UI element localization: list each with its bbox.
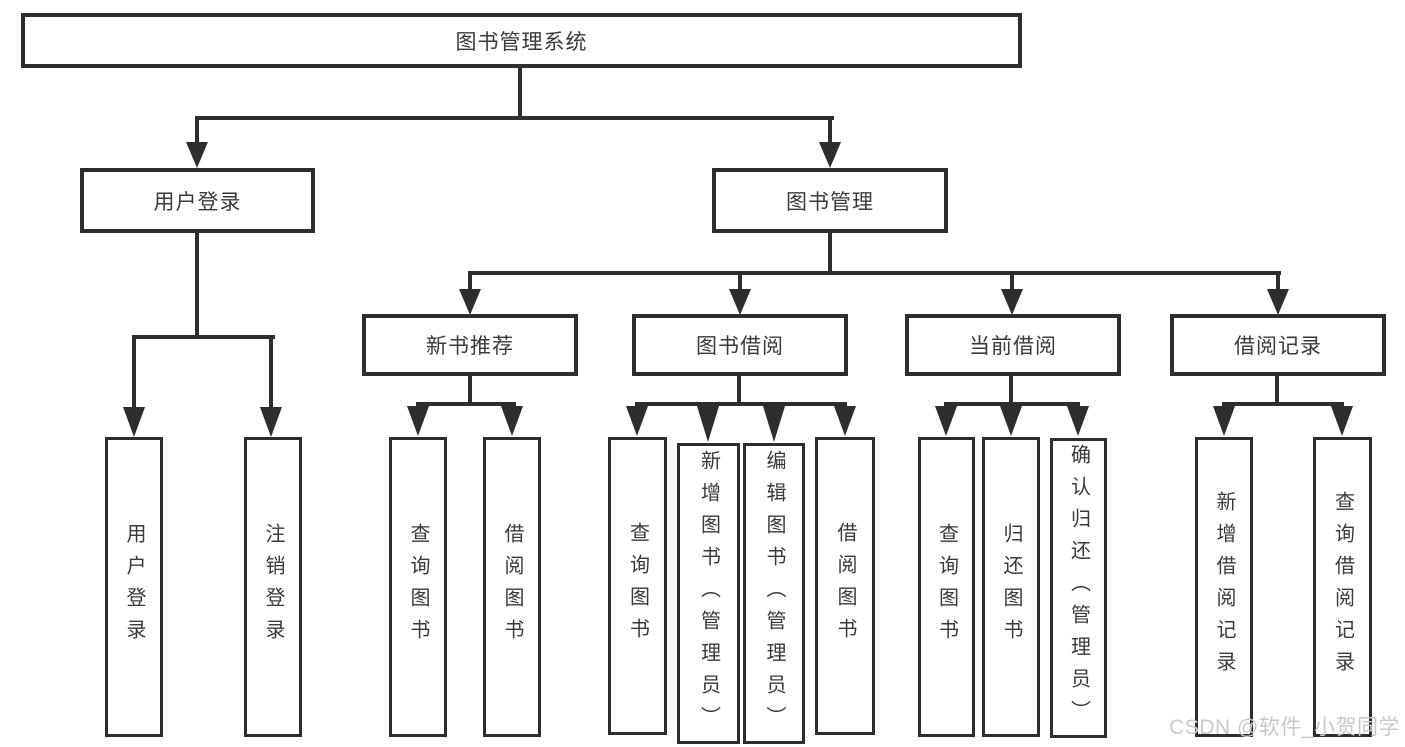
- node-label: 新书推荐: [426, 335, 514, 358]
- connector-book-mgmt-drop: [738, 271, 742, 293]
- arrow-down-icon: [819, 142, 841, 168]
- connector-root-bus: [195, 116, 834, 120]
- node-label: 图书管理: [786, 190, 874, 214]
- connector-user-login-drop: [132, 335, 136, 411]
- leaf-add-borrow-record: 新增借阅记录: [1195, 437, 1253, 737]
- node-label: 归还图书: [1000, 523, 1022, 651]
- arrow-down-icon: [459, 289, 481, 315]
- arrow-down-icon: [1267, 289, 1289, 315]
- connector-book-mgmt-bus: [468, 271, 1281, 275]
- arrow-down-icon: [626, 406, 648, 436]
- connector-borrow-records-bus: [1222, 402, 1344, 406]
- leaf-query-books: 查询图书: [608, 437, 667, 735]
- connector-book-mgmt-drop: [1276, 271, 1280, 293]
- connector-new-book-stem: [468, 376, 472, 406]
- node-borrow-records: 借阅记录: [1170, 314, 1386, 376]
- leaf-query-books: 查询图书: [918, 437, 975, 737]
- node-label: 图书借阅: [696, 335, 784, 358]
- leaf-borrow-books: 借阅图书: [483, 437, 541, 737]
- arrow-down-icon: [1331, 406, 1353, 436]
- connector-current-borrow-stem: [1009, 376, 1013, 406]
- connector-borrow-records-stem: [1275, 376, 1279, 406]
- node-label: 借阅记录: [1234, 335, 1322, 358]
- arrow-down-icon: [834, 406, 856, 436]
- node-label: 查询图书: [935, 523, 958, 651]
- arrow-down-icon: [935, 406, 957, 436]
- leaf-add-books-admin: 新增图书（管理员）: [677, 443, 740, 744]
- node-label: 编辑图书（管理员）: [763, 449, 785, 738]
- node-label: 查询图书: [626, 522, 649, 650]
- arrow-down-icon: [1001, 289, 1023, 315]
- node-label: 确认归还（管理员）: [1067, 444, 1090, 732]
- connector-root-drop-left: [195, 116, 199, 146]
- connector-current-borrow-bus: [944, 402, 1080, 406]
- leaf-query-borrow-record: 查询借阅记录: [1313, 437, 1372, 737]
- node-label: 新增图书（管理员）: [697, 449, 720, 738]
- node-label: 图书管理系统: [455, 30, 588, 54]
- arrow-down-icon: [697, 406, 719, 442]
- csdn-watermark: CSDN @软件_小贺同学: [1169, 716, 1400, 739]
- node-book-borrow: 图书借阅: [632, 314, 848, 376]
- node-label: 用户登录: [153, 190, 242, 214]
- node-book-management: 图书管理: [712, 168, 948, 233]
- arrow-down-icon: [729, 289, 751, 315]
- node-label: 借阅图书: [501, 523, 523, 651]
- connector-book-borrow-stem: [737, 376, 741, 406]
- connector-root-drop-right: [828, 116, 832, 146]
- connector-user-login-drop: [269, 335, 273, 411]
- arrow-down-icon: [260, 407, 282, 437]
- arrow-down-icon: [1067, 406, 1089, 436]
- connector-book-borrow-bus: [635, 402, 847, 406]
- arrow-down-icon: [407, 406, 429, 436]
- node-user-login: 用户登录: [80, 168, 315, 233]
- arrow-down-icon: [763, 406, 785, 442]
- arrow-down-icon: [186, 142, 208, 168]
- node-label: 用户登录: [123, 523, 145, 651]
- leaf-edit-books-admin: 编辑图书（管理员）: [743, 443, 805, 744]
- arrow-down-icon: [1213, 406, 1235, 436]
- leaf-user-login: 用户登录: [105, 437, 163, 737]
- leaf-borrow-books: 借阅图书: [815, 437, 875, 735]
- connector-book-mgmt-drop: [468, 271, 472, 293]
- leaf-logout: 注销登录: [244, 437, 302, 737]
- node-library-management-system: 图书管理系统: [21, 13, 1022, 68]
- node-current-borrow: 当前借阅: [905, 314, 1121, 376]
- node-label: 当前借阅: [969, 335, 1057, 358]
- arrow-down-icon: [1000, 406, 1022, 436]
- node-label: 注销登录: [262, 523, 284, 651]
- connector-user-login-stem: [195, 233, 199, 339]
- connector-new-book-bus: [416, 402, 516, 406]
- node-label: 新增借阅记录: [1213, 491, 1235, 683]
- node-label: 借阅图书: [834, 522, 856, 650]
- arrow-down-icon: [123, 407, 145, 437]
- node-new-book-recommend: 新书推荐: [362, 314, 578, 376]
- connector-root-stem: [518, 66, 522, 118]
- node-label: 查询借阅记录: [1331, 491, 1354, 683]
- arrow-down-icon: [501, 406, 523, 436]
- leaf-confirm-return-admin: 确认归还（管理员）: [1050, 438, 1107, 738]
- leaf-return-books: 归还图书: [982, 437, 1040, 737]
- connector-user-login-bus: [132, 335, 275, 339]
- connector-book-mgmt-stem: [828, 233, 832, 275]
- leaf-query-books: 查询图书: [389, 437, 447, 737]
- node-label: 查询图书: [407, 523, 429, 651]
- connector-book-mgmt-drop: [1010, 271, 1014, 293]
